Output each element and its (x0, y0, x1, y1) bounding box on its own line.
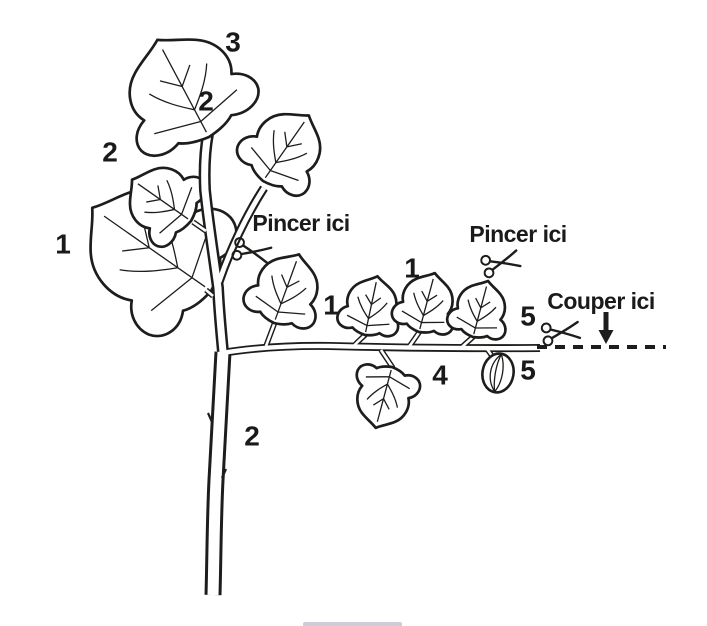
leaf-lateral-4 (443, 272, 518, 346)
pinch-here-main-label: Pincer ici (252, 210, 349, 236)
label-3: 3 (225, 27, 241, 58)
label-2-left: 2 (102, 137, 118, 168)
bottom-edge-artifact (303, 622, 402, 626)
label-1-left: 1 (55, 229, 71, 260)
label-1-lateral-a: 1 (323, 290, 339, 321)
stem-nubs (206, 412, 228, 479)
label-4: 4 (432, 360, 448, 391)
stems-core (192, 133, 541, 596)
scissors-icon-cut (540, 317, 582, 347)
leaf-sublateral (343, 357, 425, 438)
label-2-upper: 2 (198, 86, 214, 117)
leaf-lateral-1 (237, 240, 336, 337)
label-5-tip: 5 (520, 301, 536, 332)
cut-here-label: Couper ici (547, 288, 654, 314)
fruit (481, 352, 515, 394)
pinch-here-lateral-label: Pincer ici (469, 221, 566, 247)
scissors-icon-lateral (479, 246, 523, 280)
label-2-stem: 2 (244, 421, 260, 452)
label-1-lateral-b: 1 (404, 253, 420, 284)
label-5-fruit: 5 (520, 355, 536, 386)
down-arrow-icon (598, 312, 614, 344)
